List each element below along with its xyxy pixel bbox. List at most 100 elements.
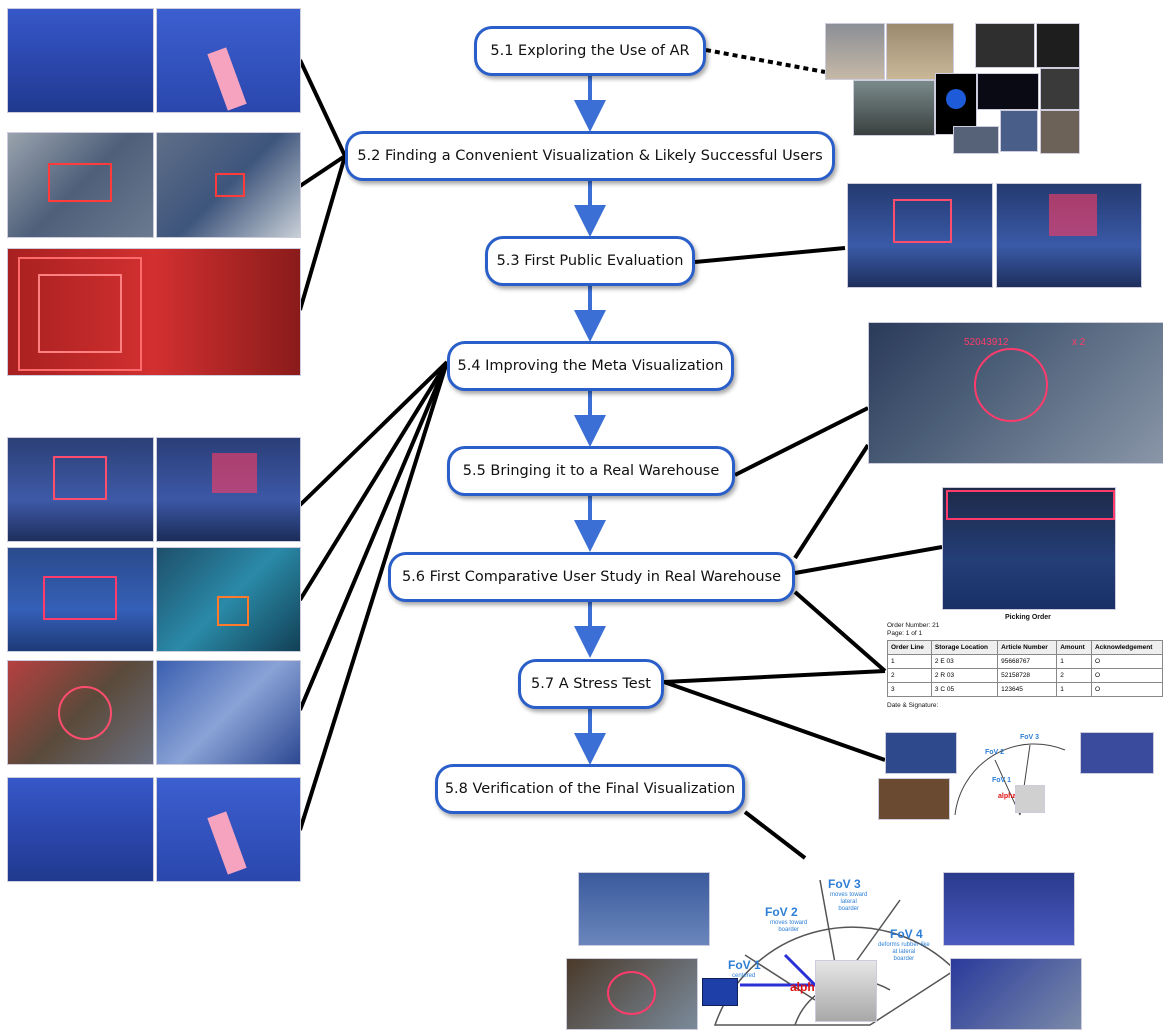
photo-label-scan [942,487,1116,610]
col-amount: Amount [1056,640,1092,655]
table-row: 3 3 C 05 123645 1 O [887,682,1163,697]
col-acknowledgement: Acknowledgement [1090,640,1163,655]
fov3-desc: moves toward lateral boarder [830,892,868,912]
cell: 1 [1056,682,1092,697]
link-line [694,246,846,264]
table-header-row: Order Line Storage Location Article Numb… [887,640,1163,655]
col-order-line: Order Line [887,640,932,655]
node-5-3: 5.3 First Public Evaluation [485,236,695,286]
col-storage-location: Storage Location [930,640,999,655]
date-signature: Date & Signature: [887,702,939,709]
photo-dark-scan [975,23,1035,68]
photo-small-2 [1000,110,1038,152]
link-line [734,406,869,477]
fov-small-2-label: FoV 2 [985,749,1005,756]
photo-blue-bins-arrow-2 [7,777,154,882]
link-line [793,590,887,673]
photo-fov-bottomleft [566,958,698,1030]
photo-blue-bins-arrow [7,8,154,113]
photo-fov-bottomright [950,958,1082,1030]
link-line [298,361,449,711]
cell: 2 E 03 [930,654,999,669]
photo-real-warehouse: 52043912 x 2 [868,322,1163,464]
node-5-5: 5.5 Bringing it to a Real Warehouse [447,446,735,496]
node-5-1: 5.1 Exploring the Use of AR [474,26,706,76]
link-line [663,680,886,762]
node-5-4: 5.4 Improving the Meta Visualization [447,341,734,391]
order-number: Order Number: 21 [887,622,940,629]
cell: O [1090,682,1163,697]
photo-grid-overlay-1 [7,437,154,542]
fov1-desc: centered [732,973,756,979]
link-line [298,360,449,507]
cell: 3 C 05 [930,682,999,697]
cell: 123645 [997,682,1058,697]
photo-shelves [886,23,954,80]
fov2-desc: moves toward boarder [770,920,808,933]
photo-small-3 [953,126,999,154]
fov1-title: FoV 1 [728,958,761,972]
link-line [663,669,886,684]
cell: 52158728 [997,668,1058,683]
cell: O [1090,654,1163,669]
link-line [743,810,807,860]
photo-grid-overlay-3 [7,547,154,652]
photo-fov-small-3 [878,778,950,820]
link-line [298,360,449,602]
cell: 95668767 [997,654,1058,669]
photo-arrow-screen [935,73,977,135]
photo-bins-red-highlight [7,132,154,238]
hud-count: x 2 [1072,337,1086,348]
photo-red-tunnel [7,248,301,376]
link-line [793,443,870,560]
dotted-link [705,48,826,74]
photo-orange-frame [156,547,301,652]
photo-dark-panel [977,73,1039,110]
photo-bins-red-frame [156,132,301,238]
node-5-6: 5.6 First Comparative User Study in Real… [388,552,795,602]
photo-eval-1 [847,183,993,288]
cube-icon [702,978,738,1006]
fov2-title: FoV 2 [765,905,798,919]
link-line [794,545,943,575]
node-5-8: 5.8 Verification of the Final Visualizat… [435,764,745,814]
hud-number: 52043912 [964,337,1009,348]
photo-fov-small-1 [885,732,957,774]
photo-person [1040,110,1080,154]
cell: 2 [887,668,932,683]
photo-corridor [853,80,935,136]
fov4-desc: deforms rubber-like at lateral boarder [878,942,930,962]
photo-bins-pink [156,660,301,765]
cell: 1 [887,654,932,669]
photo-fov-topleft [578,872,710,946]
link-line [298,154,347,188]
photo-blue-bins-pink-arrow-2 [156,777,301,882]
link-lines [298,48,943,860]
photo-fov-small-robot [1015,785,1045,813]
photo-eval-2 [996,183,1142,288]
photo-circle-overlay [7,660,154,765]
photo-grid-overlay-2 [156,437,301,542]
photo-fov-robot [815,960,877,1022]
fov-small-3-label: FoV 3 [1020,734,1040,741]
cell: 2 R 03 [930,668,999,683]
cell: O [1090,668,1163,683]
cell: 2 [1056,668,1092,683]
fov3-title: FoV 3 [828,877,861,891]
page-number: Page: 1 of 1 [887,630,923,637]
picking-order-table: Order Line Storage Location Article Numb… [887,640,1163,697]
fov-small-1-label: FoV 1 [992,777,1012,784]
table-row: 1 2 E 03 95668767 1 O [887,654,1163,669]
photo-small-1 [1040,68,1080,110]
cell: 1 [1056,654,1092,669]
col-article-number: Article Number [997,640,1058,655]
cell: 3 [887,682,932,697]
link-line [298,59,347,157]
fov4-title: FoV 4 [890,927,923,941]
photo-headset-user [825,23,885,80]
node-5-2: 5.2 Finding a Convenient Visualization &… [345,131,835,181]
fov-small-alpha: alpha [998,793,1017,800]
table-row: 2 2 R 03 52158728 2 O [887,668,1163,683]
link-line [298,361,449,831]
photo-fov-small-2 [1080,732,1154,774]
